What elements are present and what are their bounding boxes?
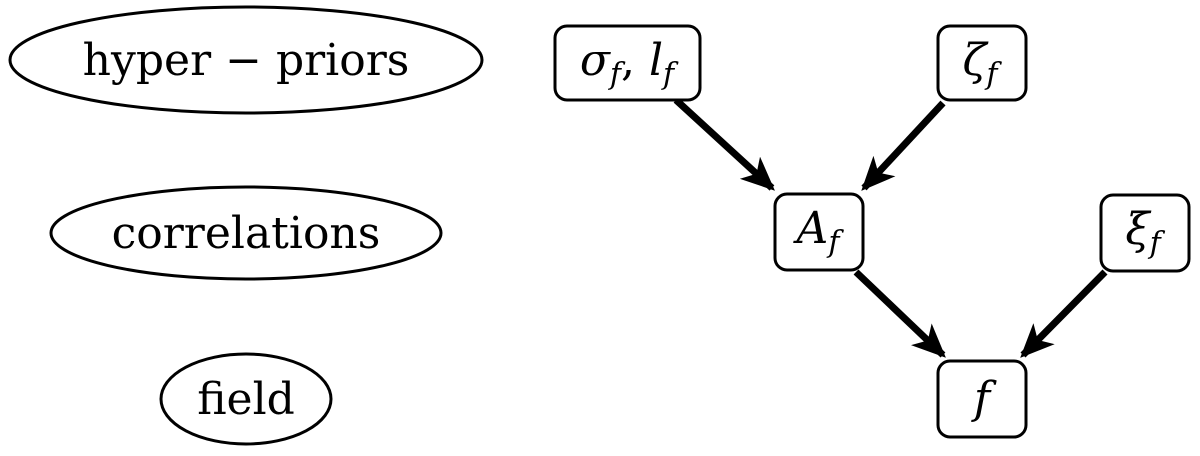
node-zeta: ζf [936, 24, 1028, 102]
edge-sigma-l-to-amplitude [673, 97, 775, 191]
edge-zeta-to-amplitude [861, 100, 946, 191]
level-hyper-priors-label: hyper − priors [83, 35, 410, 86]
level-correlations-label: correlations [112, 208, 381, 259]
level-hyper-priors: hyper − priors [8, 5, 484, 115]
level-field-label: field [197, 374, 295, 425]
level-field: field [159, 352, 333, 446]
node-xi: ξf [1099, 193, 1191, 273]
edge-amplitude-to-field [853, 269, 946, 358]
level-correlations: correlations [49, 185, 443, 281]
node-amplitude: Af [773, 192, 865, 272]
edge-xi-to-field [1020, 269, 1108, 358]
node-sigma-l: σf, lf [553, 24, 702, 102]
node-field: f [936, 359, 1028, 439]
